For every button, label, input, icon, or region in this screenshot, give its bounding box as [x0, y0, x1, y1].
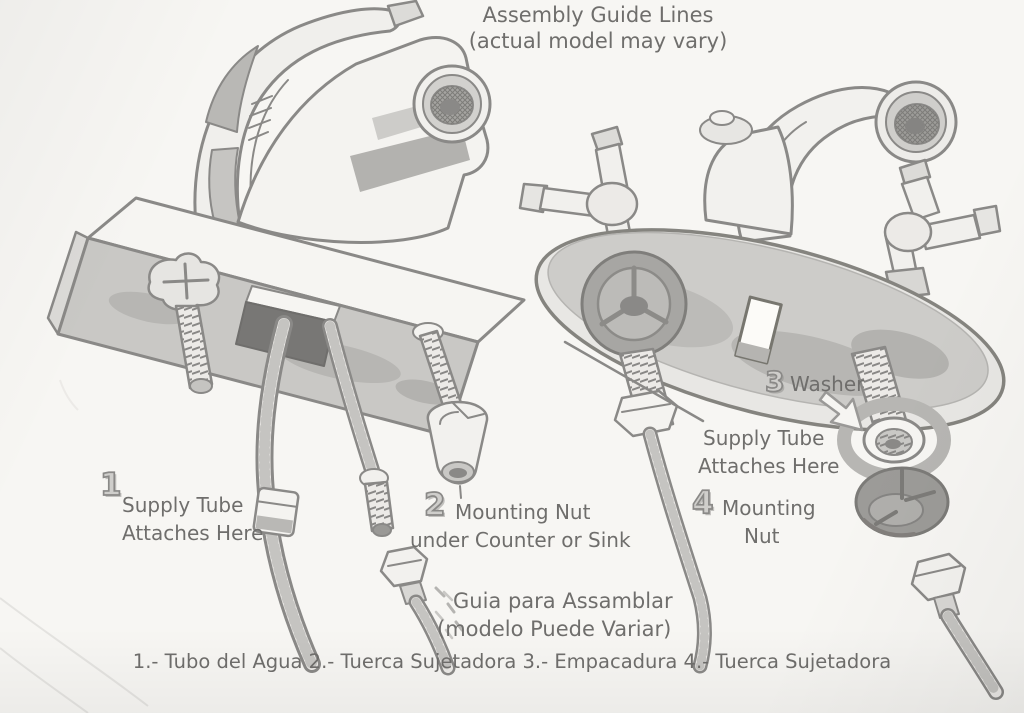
callout-2-line-1: Mounting Nut	[455, 500, 591, 524]
supply-right-line-1: Supply Tube	[703, 426, 825, 450]
left-cross-handle	[518, 125, 646, 276]
callout-4-number: 4	[691, 485, 714, 521]
callout-4-line-2: Nut	[744, 524, 780, 548]
left-supply-tube-1	[252, 315, 321, 673]
supply-right-line-2: Attaches Here	[698, 454, 840, 478]
callout-4-line-1: Mounting	[722, 496, 816, 520]
left-faucet-sketch	[46, 0, 526, 676]
lower-mounting-nut	[854, 466, 950, 538]
left-mounting-bolt	[147, 252, 221, 394]
callout-3-number: 3	[764, 365, 785, 398]
spanish-guide-line-1: Guia para Assamblar	[453, 589, 673, 613]
title-line-1: Assembly Guide Lines	[482, 3, 714, 27]
callout-3-label: Washer	[790, 372, 865, 396]
callout-1-line-1: Supply Tube	[122, 493, 244, 517]
right-faucet-sketch	[434, 80, 1006, 700]
cone-mounting-nut	[426, 400, 489, 499]
plate-rect-hole	[734, 295, 783, 365]
bottom-right-supply-hose	[910, 552, 1004, 700]
spanish-parts-legend: 1.- Tubo del Agua 2.- Tuerca Sujetadora …	[132, 650, 892, 673]
spanish-guide-line-2: (modelo Puede Variar)	[437, 617, 672, 641]
left-hose-hex-fitting	[379, 545, 464, 676]
left-supply-tube-2	[322, 318, 395, 537]
paper-crease-lines	[0, 379, 149, 713]
washer-arrow-icon	[818, 390, 864, 432]
right-aerator-icon	[874, 80, 958, 164]
callout-1-line-2: Attaches Here	[122, 521, 264, 545]
plate-top-nut	[580, 250, 688, 358]
washer-highlight	[837, 397, 951, 483]
right-supply-tube	[434, 347, 712, 674]
page-title: Assembly Guide Lines (actual model may v…	[448, 2, 748, 54]
callout-2-number: 2	[423, 487, 446, 523]
supply-tube-leader-line	[563, 340, 705, 423]
title-line-2: (actual model may vary)	[468, 29, 728, 53]
callout-1-number: 1	[99, 467, 122, 503]
left-aerator-icon	[412, 64, 492, 144]
right-cross-handle	[883, 158, 1002, 300]
callout-2-line-2: under Counter or Sink	[410, 528, 631, 552]
